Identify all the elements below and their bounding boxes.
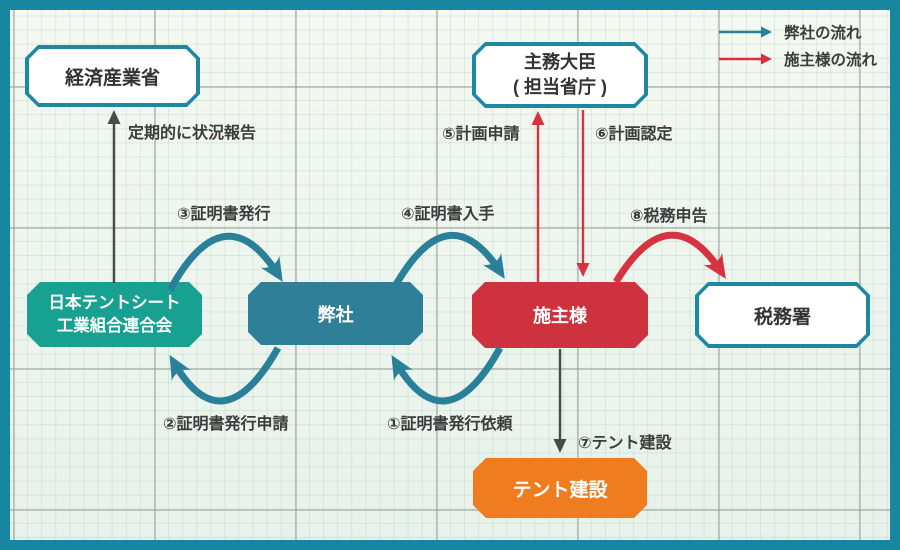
node-tent-construction: テント建設 (473, 458, 647, 518)
node-federation: 日本テントシート 工業組合連合会 (27, 282, 202, 347)
node-federation-line2: 工業組合連合会 (56, 316, 173, 335)
legend-label-client-flow: 施主様の流れ (784, 52, 878, 69)
label-step4: ④証明書入手 (401, 206, 495, 223)
node-client: 施主様 (472, 282, 648, 348)
legend-label-company-flow: 弊社の流れ (784, 25, 862, 42)
client-flow-arrow-icon (719, 53, 772, 65)
arrow-step3 (166, 232, 283, 292)
label-step7: ⑦テント建設 (578, 435, 672, 452)
label-step6: ⑥計画認定 (595, 126, 673, 143)
node-tax-office-label: 税務署 (753, 306, 811, 328)
label-step2: ②証明書発行申請 (163, 416, 289, 433)
legend: 弊社の流れ 施主様の流れ (718, 22, 877, 76)
legend-row-company-flow: 弊社の流れ (718, 22, 877, 42)
label-step3: ③証明書発行 (177, 206, 271, 223)
arrow-step2 (169, 346, 282, 405)
label-step5: ⑤計画申請 (442, 126, 520, 143)
node-client-label: 施主様 (533, 306, 587, 326)
node-minister-line2: ( 担当省庁 ) (513, 77, 607, 97)
label-step1: ①証明書発行依頼 (387, 416, 513, 433)
node-tent-construction-label: テント建設 (512, 479, 608, 501)
company-flow-arrow-icon (719, 26, 772, 38)
node-tax-office: 税務署 (695, 282, 870, 348)
arrow-step8 (613, 231, 726, 284)
node-meti: 経済産業省 (25, 45, 200, 107)
node-minister: 主務大臣 ( 担当省庁 ) (472, 42, 648, 108)
legend-row-client-flow: 施主様の流れ (718, 49, 877, 69)
node-our-company-label: 弊社 (317, 304, 354, 325)
node-meti-label: 経済産業省 (64, 67, 160, 89)
node-minister-line1: 主務大臣 (524, 52, 596, 73)
arrow-step1 (391, 346, 504, 405)
label-report: 定期的に状況報告 (128, 125, 257, 142)
arrow-step4 (389, 231, 505, 292)
node-our-company: 弊社 (248, 282, 423, 345)
label-step8: ⑧税務申告 (630, 208, 708, 225)
node-federation-line1: 日本テントシート (48, 294, 181, 313)
